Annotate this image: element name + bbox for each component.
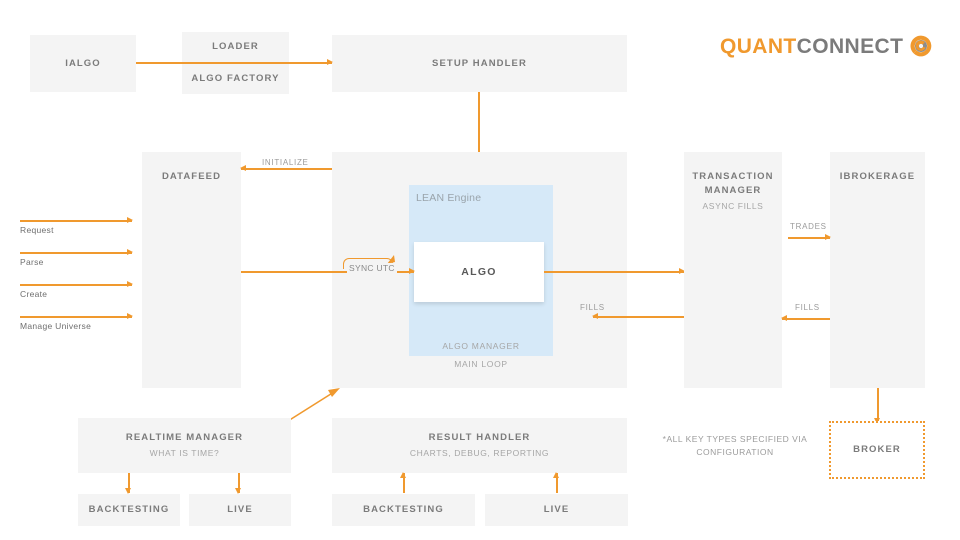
node-realtime-backtesting-label: BACKTESTING xyxy=(88,504,170,515)
edge-fills-brokerage-label: FILLS xyxy=(795,303,820,312)
node-realtime-live[interactable]: LIVE xyxy=(189,494,291,526)
node-result-backtesting-label: BACKTESTING xyxy=(363,504,444,515)
node-algo-factory[interactable]: ALGO FACTORY xyxy=(182,64,289,94)
edge-sync-utc-arrowhead xyxy=(387,255,395,264)
node-transaction-manager-subtitle: ASYNC FILLS xyxy=(702,201,764,211)
edge-backtesting-to-result-handler xyxy=(401,472,406,493)
node-algo[interactable]: ALGO xyxy=(414,242,544,302)
node-algo-label: ALGO xyxy=(461,266,497,278)
node-result-handler-subtitle: CHARTS, DEBUG, REPORTING xyxy=(409,448,550,458)
edge-trades-label: TRADES xyxy=(790,222,827,231)
node-result-handler[interactable]: RESULT HANDLER CHARTS, DEBUG, REPORTING xyxy=(332,418,627,473)
logo-text-quant: QUANT xyxy=(720,34,797,58)
input-label-parse: Parse xyxy=(20,257,44,267)
edge-realtime-manager-to-engine xyxy=(287,388,340,422)
edge-input-create xyxy=(20,282,133,287)
node-setup-handler[interactable]: SETUP HANDLER xyxy=(332,35,627,92)
edge-realtime-to-backtesting xyxy=(126,473,131,494)
input-label-request: Request xyxy=(20,225,54,235)
node-realtime-manager-subtitle: WHAT IS TIME? xyxy=(149,448,220,458)
edge-sync-utc-label: SYNC UTC xyxy=(347,263,397,273)
node-realtime-manager-label: REALTIME MANAGER xyxy=(125,432,244,443)
edge-datafeed-to-algo-left xyxy=(241,271,332,273)
edge-fills-brokerage xyxy=(781,316,830,321)
edge-trades xyxy=(788,235,831,240)
node-ialgo-label: IALGO xyxy=(65,57,101,69)
node-transaction-manager[interactable]: TRANSACTION MANAGER ASYNC FILLS xyxy=(684,152,782,388)
node-realtime-live-label: LIVE xyxy=(227,504,253,515)
edge-initialize-label: INITIALIZE xyxy=(262,158,309,167)
edge-live-to-result-handler xyxy=(554,472,559,493)
edge-ialgo-to-setup-handler xyxy=(136,60,333,65)
input-label-create: Create xyxy=(20,289,48,299)
edge-realtime-to-live xyxy=(236,473,241,494)
edge-input-request xyxy=(20,218,133,223)
node-realtime-backtesting[interactable]: BACKTESTING xyxy=(78,494,180,526)
node-algo-manager-label: ALGO MANAGER xyxy=(442,341,520,351)
configuration-note: *ALL KEY TYPES SPECIFIED VIA CONFIGURATI… xyxy=(655,433,815,459)
quantconnect-logo: QUANT CONNECT xyxy=(720,33,934,59)
node-transaction-manager-label: TRANSACTION MANAGER xyxy=(692,171,774,196)
edge-initialize xyxy=(240,166,332,171)
node-result-backtesting[interactable]: BACKTESTING xyxy=(332,494,475,526)
input-label-manage-universe: Manage Universe xyxy=(20,321,92,331)
edge-algo-to-transaction-manager xyxy=(544,269,685,274)
node-loader-label: LOADER xyxy=(212,41,259,52)
node-lean-engine-label: LEAN Engine xyxy=(416,192,482,204)
quantconnect-mark-icon xyxy=(908,33,934,59)
logo-text-connect: CONNECT xyxy=(796,34,904,58)
node-setup-handler-label: SETUP HANDLER xyxy=(432,57,527,69)
node-realtime-manager[interactable]: REALTIME MANAGER WHAT IS TIME? xyxy=(78,418,291,473)
edge-ibrokerage-to-broker xyxy=(875,388,880,424)
node-broker[interactable]: BROKER xyxy=(829,421,925,479)
node-ibrokerage-label: IBROKERAGE xyxy=(839,171,916,182)
node-result-handler-label: RESULT HANDLER xyxy=(428,432,531,443)
node-main-loop-label: MAIN LOOP xyxy=(454,359,508,369)
node-datafeed-label: DATAFEED xyxy=(161,171,222,182)
edge-input-manage-universe xyxy=(20,314,133,319)
configuration-note-line1: *ALL KEY TYPES SPECIFIED VIA xyxy=(662,434,808,444)
configuration-note-line2: CONFIGURATION xyxy=(696,447,774,457)
node-ialgo[interactable]: IALGO xyxy=(30,35,136,92)
node-result-live-label: LIVE xyxy=(543,504,570,515)
node-loader[interactable]: LOADER xyxy=(182,32,289,62)
node-ibrokerage[interactable]: IBROKERAGE xyxy=(830,152,925,388)
node-result-live[interactable]: LIVE xyxy=(485,494,628,526)
node-datafeed[interactable]: DATAFEED xyxy=(142,152,241,388)
node-broker-label: BROKER xyxy=(853,444,901,455)
edge-fills-to-algo xyxy=(592,314,684,319)
edge-input-parse xyxy=(20,250,133,255)
node-algo-factory-label: ALGO FACTORY xyxy=(191,73,280,84)
edge-fills-to-algo-label: FILLS xyxy=(580,303,605,312)
